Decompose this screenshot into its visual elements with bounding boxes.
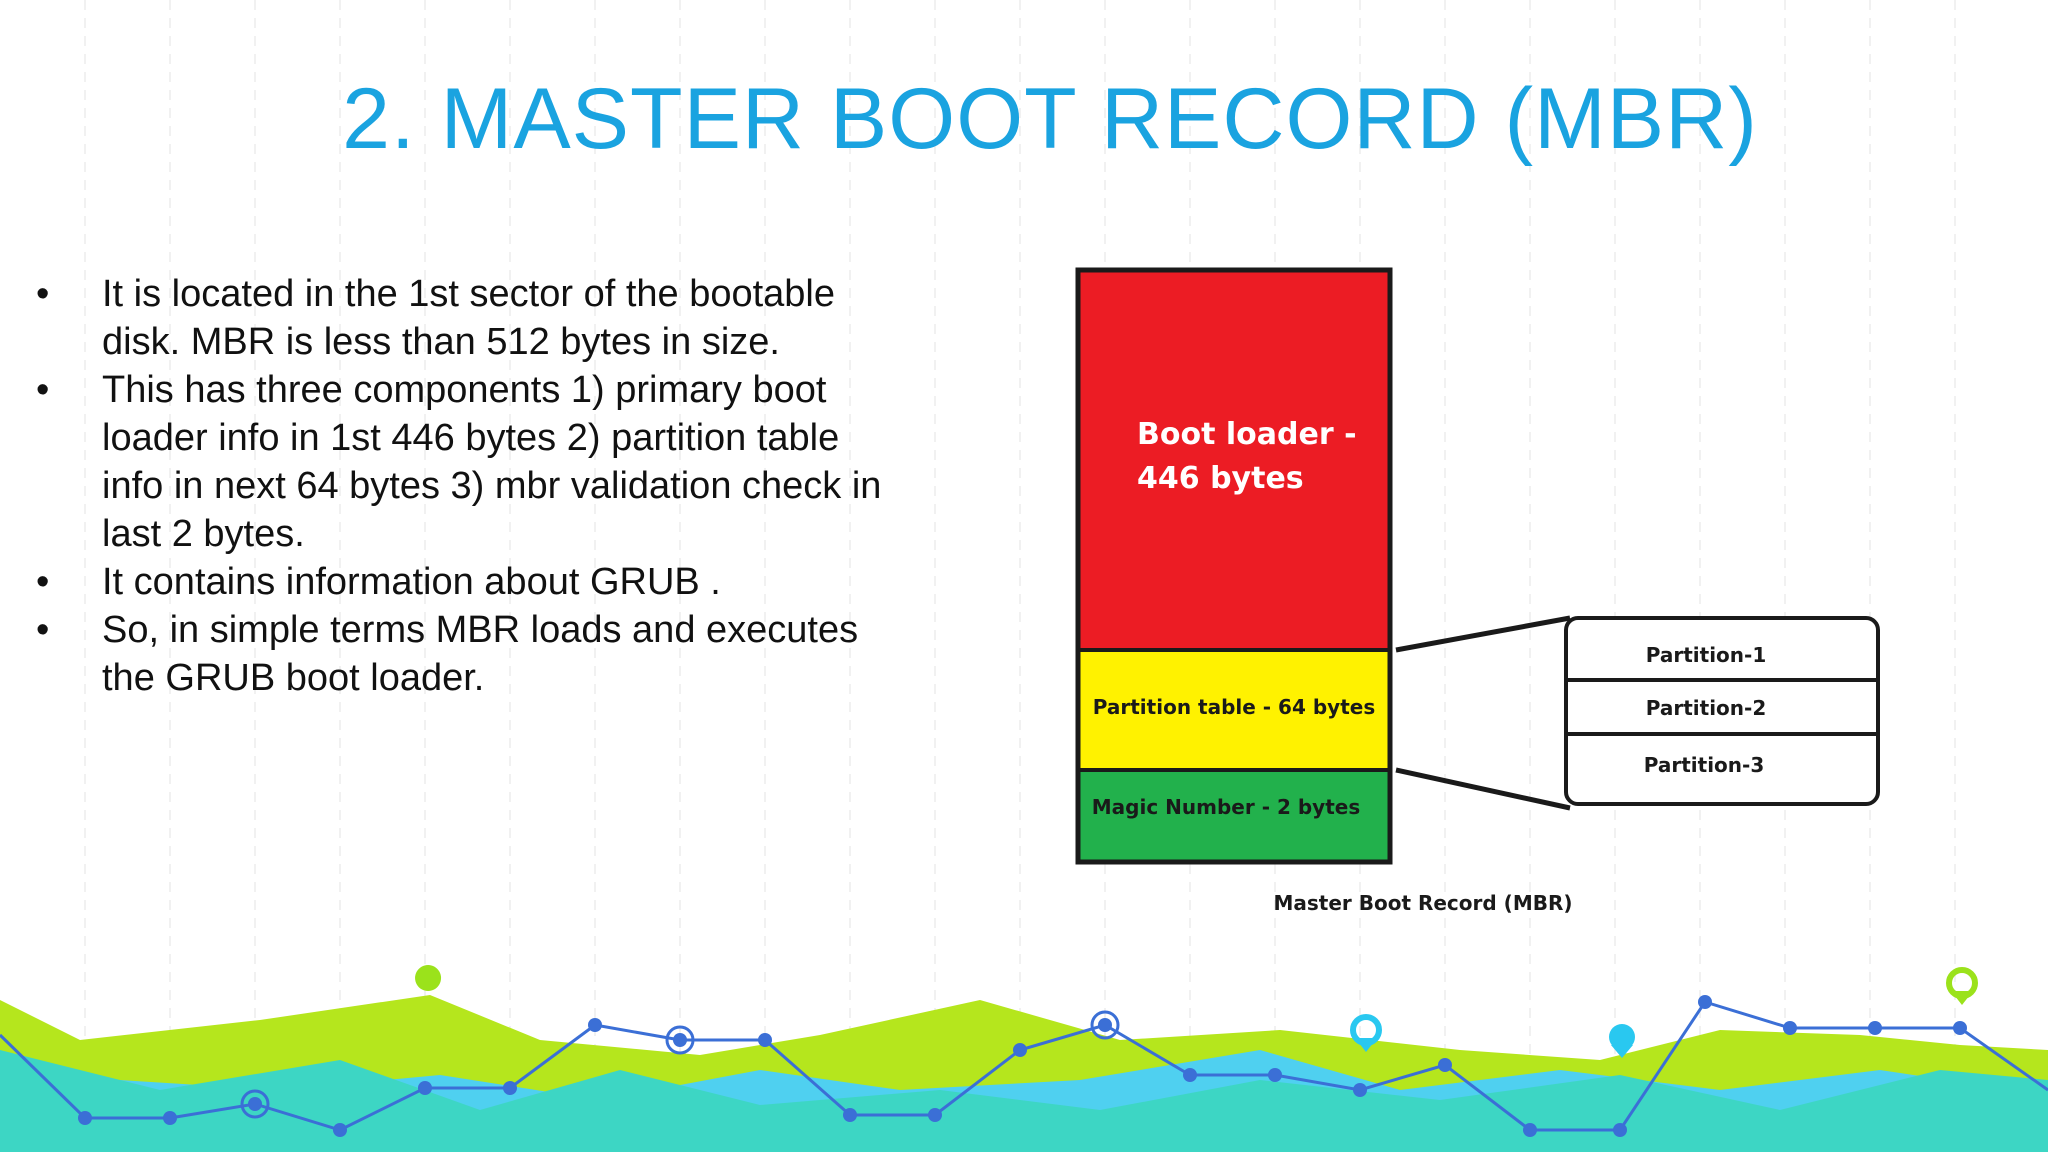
partition-table-box xyxy=(1564,616,1880,806)
trend-point xyxy=(503,1081,517,1095)
map-pin-icon xyxy=(1609,1024,1635,1058)
trend-point xyxy=(1698,995,1712,1009)
trend-point xyxy=(1353,1083,1367,1097)
trend-point xyxy=(673,1033,687,1047)
magic-number-block xyxy=(1078,770,1390,862)
diagram-caption: Master Boot Record (MBR) xyxy=(1273,891,1572,915)
trend-point xyxy=(588,1018,602,1032)
trend-point xyxy=(333,1123,347,1137)
bullet-item: • This has three components 1) primary b… xyxy=(36,366,936,558)
trend-point xyxy=(1098,1018,1112,1032)
map-pin-icon xyxy=(1946,967,1978,1005)
trend-point xyxy=(843,1108,857,1122)
bullet-item: • It contains information about GRUB . xyxy=(36,558,936,606)
bullet-dot: • xyxy=(36,273,50,315)
bullet-list: • It is located in the 1st sector of the… xyxy=(36,270,936,702)
slide-title: 2. MASTER BOOT RECORD (MBR) xyxy=(342,71,1758,167)
partition-table-block xyxy=(1078,650,1390,770)
boot-loader-label: 446 bytes xyxy=(1137,461,1304,496)
map-pin-icon xyxy=(415,965,442,991)
bullet-item: • So, in simple terms MBR loads and exec… xyxy=(36,606,936,702)
trend-point xyxy=(248,1097,262,1111)
connector-line xyxy=(1395,615,1571,653)
bullet-dot: • xyxy=(36,369,50,411)
mbr-outline xyxy=(1075,267,1393,865)
bullet-line: the GRUB boot loader. xyxy=(102,657,485,699)
bullet-item: • It is located in the 1st sector of the… xyxy=(36,270,936,366)
trend-point xyxy=(1183,1068,1197,1082)
map-pin-icon xyxy=(1350,1014,1382,1052)
bullet-line: last 2 bytes. xyxy=(102,513,305,555)
trend-point xyxy=(1953,1021,1967,1035)
partition-table-label: Partition table - 64 bytes xyxy=(1093,695,1375,719)
partition-2-label: Partition-2 xyxy=(1646,696,1767,720)
connector-line xyxy=(1395,767,1571,811)
ring-marker xyxy=(240,1089,270,1119)
trend-point xyxy=(78,1111,92,1125)
ring-marker xyxy=(1090,1010,1120,1040)
trend-point xyxy=(1013,1043,1027,1057)
bullet-line: It contains information about GRUB . xyxy=(102,561,721,603)
trend-point xyxy=(1523,1123,1537,1137)
boot-loader-block xyxy=(1078,270,1390,650)
trend-point xyxy=(928,1108,942,1122)
bullet-line: It is located in the 1st sector of the b… xyxy=(102,273,836,315)
bullet-line: So, in simple terms MBR loads and execut… xyxy=(102,609,859,651)
bullet-dot: • xyxy=(36,609,50,651)
mbr-diagram: Boot loader - 446 bytes Partition table … xyxy=(1060,260,1900,920)
magic-number-label: Magic Number - 2 bytes xyxy=(1092,795,1360,819)
bullet-dot: • xyxy=(36,561,50,603)
trend-point xyxy=(1268,1068,1282,1082)
trend-point xyxy=(758,1033,772,1047)
bullet-line: This has three components 1) primary boo… xyxy=(102,369,827,411)
trend-point xyxy=(163,1111,177,1125)
bullet-line: disk. MBR is less than 512 bytes in size… xyxy=(102,321,780,363)
mbr-diagram-svg: Boot loader - 446 bytes Partition table … xyxy=(1075,267,1880,915)
trend-point xyxy=(1613,1123,1627,1137)
partition-1-label: Partition-1 xyxy=(1646,643,1767,667)
partition-3-label: Partition-3 xyxy=(1644,753,1765,777)
bullet-line: info in next 64 bytes 3) mbr validation … xyxy=(102,465,882,507)
trend-point xyxy=(1783,1021,1797,1035)
trend-point xyxy=(418,1081,432,1095)
boot-loader-label: Boot loader - xyxy=(1137,417,1357,452)
trend-point xyxy=(1438,1058,1452,1072)
decorative-landscape xyxy=(0,965,2048,1152)
trend-point xyxy=(1868,1021,1882,1035)
bullet-line: loader info in 1st 446 bytes 2) partitio… xyxy=(102,417,840,459)
ring-marker xyxy=(665,1025,695,1055)
